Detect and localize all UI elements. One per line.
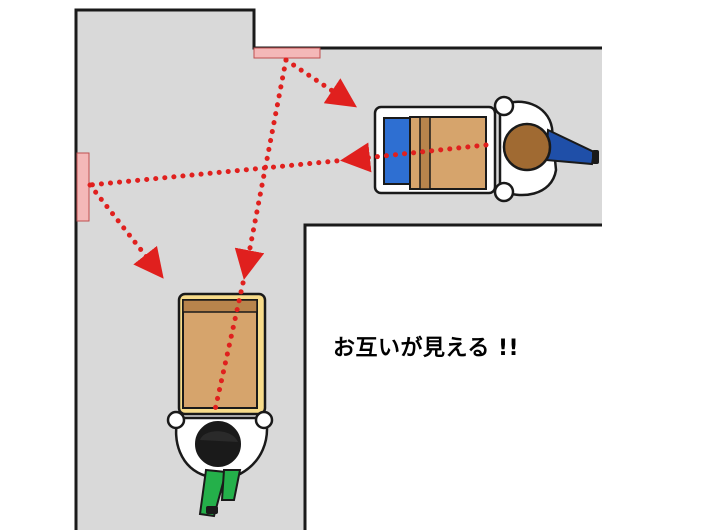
- inner-corner-wall: [303, 223, 602, 530]
- caption-text: お互いが見える !!: [333, 336, 520, 361]
- sightline-bottom-cart-to-box: [212, 271, 248, 413]
- mirror-left: [76, 152, 90, 222]
- sightline-right-cart-to-left-mirror: [340, 142, 489, 173]
- sightlines: [87, 57, 489, 413]
- sightline-left-mirror-to-bottom-cart: [87, 182, 164, 279]
- worker-right: [493, 95, 599, 203]
- mirror-top: [253, 47, 321, 59]
- right-cart: [373, 105, 497, 195]
- bottom-cart: [177, 292, 267, 416]
- sightline-top-mirror-to-right-cart: [283, 57, 357, 108]
- corridor-floor: [76, 10, 602, 530]
- outer-wall: [74, 8, 602, 530]
- worker-bottom: [166, 410, 274, 518]
- sightline-left-mirror-to-right: [87, 157, 349, 188]
